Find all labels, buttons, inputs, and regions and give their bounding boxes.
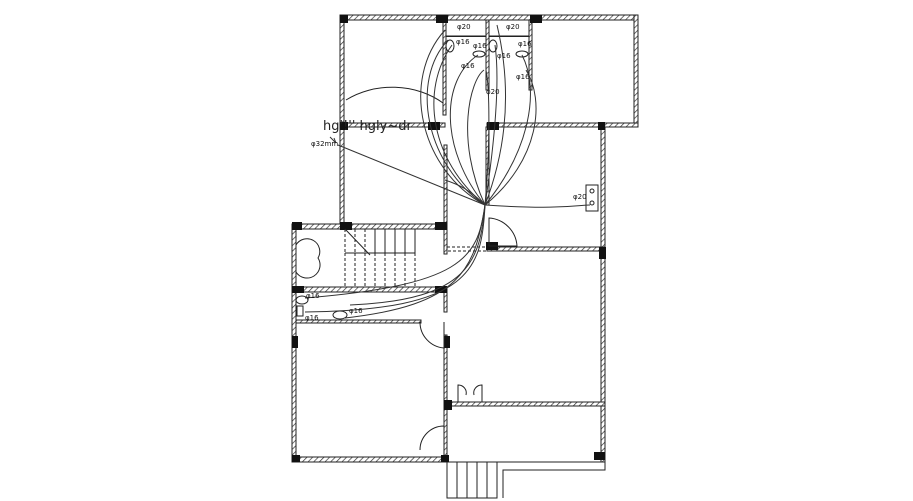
pipe-label: φ16 [473, 42, 487, 50]
stairs [344, 228, 416, 287]
pipe-label: φ16 [461, 62, 475, 70]
pipe-label: φ16 [456, 38, 470, 46]
pipe-label: φ16 [305, 314, 319, 322]
pipe-label: φ16 [497, 52, 511, 60]
pipe-label: φ20 [506, 23, 520, 31]
main-pipe-label: φ32mm [311, 140, 338, 148]
pipe-label: φ20 [457, 23, 471, 31]
pipe-label: φ16 [516, 73, 530, 81]
fixtures [295, 39, 599, 320]
water-pipes [304, 24, 591, 319]
walls [291, 14, 639, 499]
pipe-label: φ16 [306, 292, 320, 300]
pipe-label: φ16 [518, 40, 532, 48]
doors [295, 86, 518, 451]
pipe-label: φ20 [486, 88, 500, 96]
pipe-label: φ20 [573, 193, 587, 201]
annotation-text: hg'!'' hgly~dr [323, 119, 412, 134]
labels: hg'!'' hgly~dr φ32mm φ20 φ20 φ16 φ16 φ16… [305, 23, 587, 322]
pipe-label: φ16 [349, 307, 363, 315]
